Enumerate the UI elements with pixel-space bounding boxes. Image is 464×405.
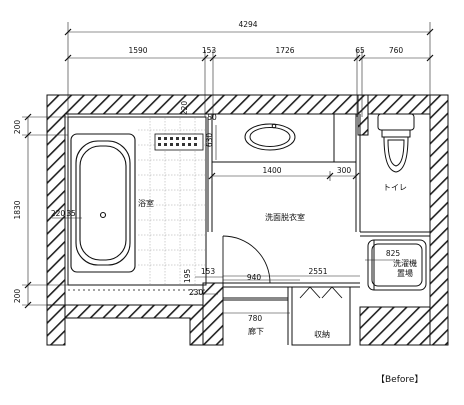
dim-1400: 1400	[262, 166, 281, 175]
room-storage-label: 収納	[314, 329, 330, 339]
bathtub	[70, 133, 136, 273]
dim-780: 780	[248, 314, 263, 323]
room-bathroom-label: 浴室	[138, 198, 154, 208]
room-toilet-label: トイレ	[383, 183, 407, 192]
before-caption: 【Before】	[376, 375, 424, 385]
dim-gap-2: 65	[355, 46, 365, 55]
walls	[46, 94, 449, 346]
dim-195: 195	[183, 269, 192, 284]
room-labels: 浴室 洗面脱衣室 トイレ 洗濯機 置場 廊下 収納	[138, 183, 417, 339]
dim-toilet-width: 760	[389, 46, 404, 55]
vanity-sink	[244, 123, 296, 151]
room-washer-label-line2: 置場	[397, 268, 413, 278]
room-washroom-label: 洗面脱衣室	[265, 212, 305, 222]
washer-pan	[367, 239, 427, 291]
dim-bottom-wall: 200	[13, 289, 22, 304]
dim-35: 35	[66, 209, 76, 218]
dimension-labels: 4294 1590 153 1726 65 760 200 1830 200 2…	[13, 20, 403, 323]
dim-825: 825	[386, 249, 401, 258]
dim-230: 230	[189, 288, 204, 297]
dim-gap-1: 153	[202, 46, 217, 55]
dim-220-left: 220	[51, 209, 66, 218]
dim-940: 940	[247, 273, 262, 282]
room-washer-label-line1: 洗濯機	[393, 258, 417, 268]
dim-220-top: 220	[180, 101, 189, 116]
dim-50: 50	[207, 113, 217, 122]
dim-300: 300	[337, 166, 352, 175]
dim-overall-width: 4294	[238, 20, 257, 29]
dim-153-lower: 153	[201, 267, 216, 276]
partitions	[67, 113, 430, 346]
dimension-ticks	[24, 28, 434, 309]
dimension-lines	[22, 22, 431, 314]
dim-bath-width: 1590	[128, 46, 147, 55]
dim-vanity-width: 1726	[275, 46, 294, 55]
dim-top-wall: 200	[13, 120, 22, 135]
dim-2551: 2551	[308, 267, 327, 276]
toilet	[377, 113, 415, 173]
dim-bath-height: 1830	[13, 200, 22, 219]
dim-630: 630	[205, 133, 214, 148]
room-hallway-label: 廊下	[248, 326, 264, 336]
doors	[222, 235, 343, 299]
drain-grate	[154, 133, 204, 151]
